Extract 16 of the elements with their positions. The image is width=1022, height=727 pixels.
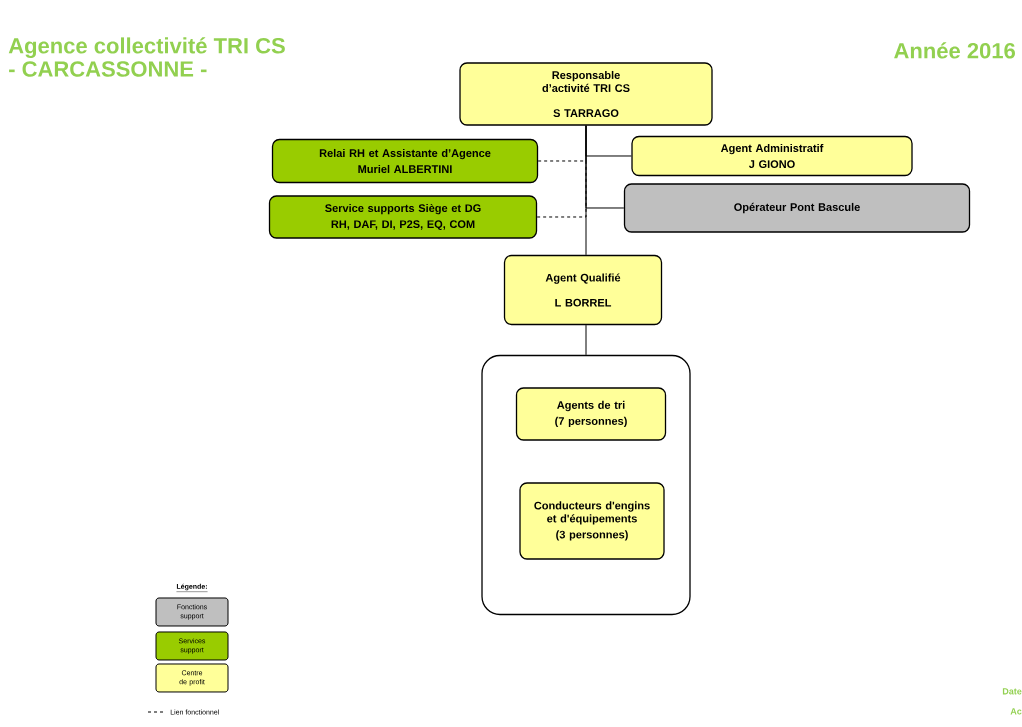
footer-text: Date — [1002, 688, 1022, 695]
role-box: Service supports Siège et DG RH, DAF, DI, P2S, EQ, COM — [268, 195, 538, 239]
subtitle: - CARCASSONNE - — [9, 61, 207, 77]
role-box: Opérateur Pont Bascule — [623, 183, 971, 233]
connector-line — [537, 125, 587, 162]
role-box: Responsable d’activité TRI CS S TARRAGO — [459, 62, 713, 126]
connector-line — [536, 125, 587, 218]
connector-line — [585, 324, 587, 356]
role-box: Conducteurs d'engins et d'équipements (3 personnes) — [519, 482, 665, 560]
role-box: Agent Administratif J GIONO — [631, 135, 913, 177]
role-box: Agent Qualifié L BORREL — [503, 254, 663, 326]
role-box: Relai RH et Assistante d’Agence Muriel ALBERTINI — [271, 138, 539, 184]
role-box: Agents de tri (7 personnes) — [515, 387, 667, 441]
footer-text: Ac — [1010, 708, 1022, 715]
title: Agence collectivité TRI CS — [8, 37, 285, 58]
year-label: Année 2016 — [894, 42, 1015, 59]
